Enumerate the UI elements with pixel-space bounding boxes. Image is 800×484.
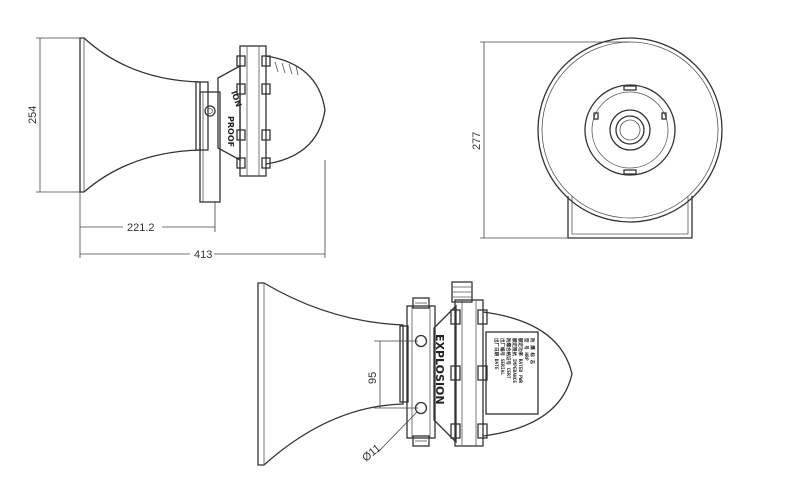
- dim-hole-spacing: 95: [367, 372, 379, 384]
- front-throat: [615, 115, 645, 145]
- front-view: 277: [471, 37, 723, 239]
- dim-hole-diameter: Ø11: [360, 442, 383, 464]
- nameplate-line-3: 额定功率 RATED PWR: [517, 338, 524, 383]
- side-marking-ion: ION: [229, 90, 243, 109]
- nameplate-line-7: 出厂日期 DATE: [493, 338, 500, 370]
- top-view: 防 爆 标 志 型 号 HRP 额定功率 RATED PWR 额定阻抗 IMPE…: [257, 281, 573, 466]
- dim-total-length: 413: [194, 249, 212, 261]
- nameplate-line-4: 额定阻抗 IMPEDANCE: [511, 338, 518, 383]
- front-outer-ring: [537, 37, 723, 223]
- bottom-dome: [482, 311, 573, 437]
- dim-horn-height: 254: [27, 106, 39, 124]
- nameplate: [485, 331, 539, 415]
- nameplate-line-5: 防爆合格证号 CERT: [505, 338, 512, 379]
- bottom-marking-explosion: EXPLOSION: [433, 334, 446, 405]
- bottom-flange: [454, 299, 484, 447]
- nameplate-line-2: 型 号 HRP: [523, 338, 530, 361]
- nameplate-line-6: 出厂编号 SERIAL: [499, 338, 506, 375]
- side-flange: [239, 45, 267, 177]
- side-dome: [265, 55, 326, 165]
- side-marking-proof: PROOF: [226, 116, 235, 147]
- front-bracket: [567, 196, 693, 239]
- front-driver-ring: [584, 84, 676, 176]
- bottom-horn-outline: [257, 282, 404, 466]
- side-horn-outline: [79, 37, 201, 193]
- dim-horn-depth: 221.2: [127, 222, 155, 234]
- side-bracket: [199, 91, 221, 203]
- dim-front-diameter: 277: [471, 132, 483, 150]
- nameplate-line-1: 防 爆 标 志: [529, 338, 536, 365]
- side-bracket-hole: [204, 105, 216, 117]
- side-view: ION PROOF 254 221.2 413: [27, 37, 326, 261]
- bottom-bracket: [406, 305, 436, 439]
